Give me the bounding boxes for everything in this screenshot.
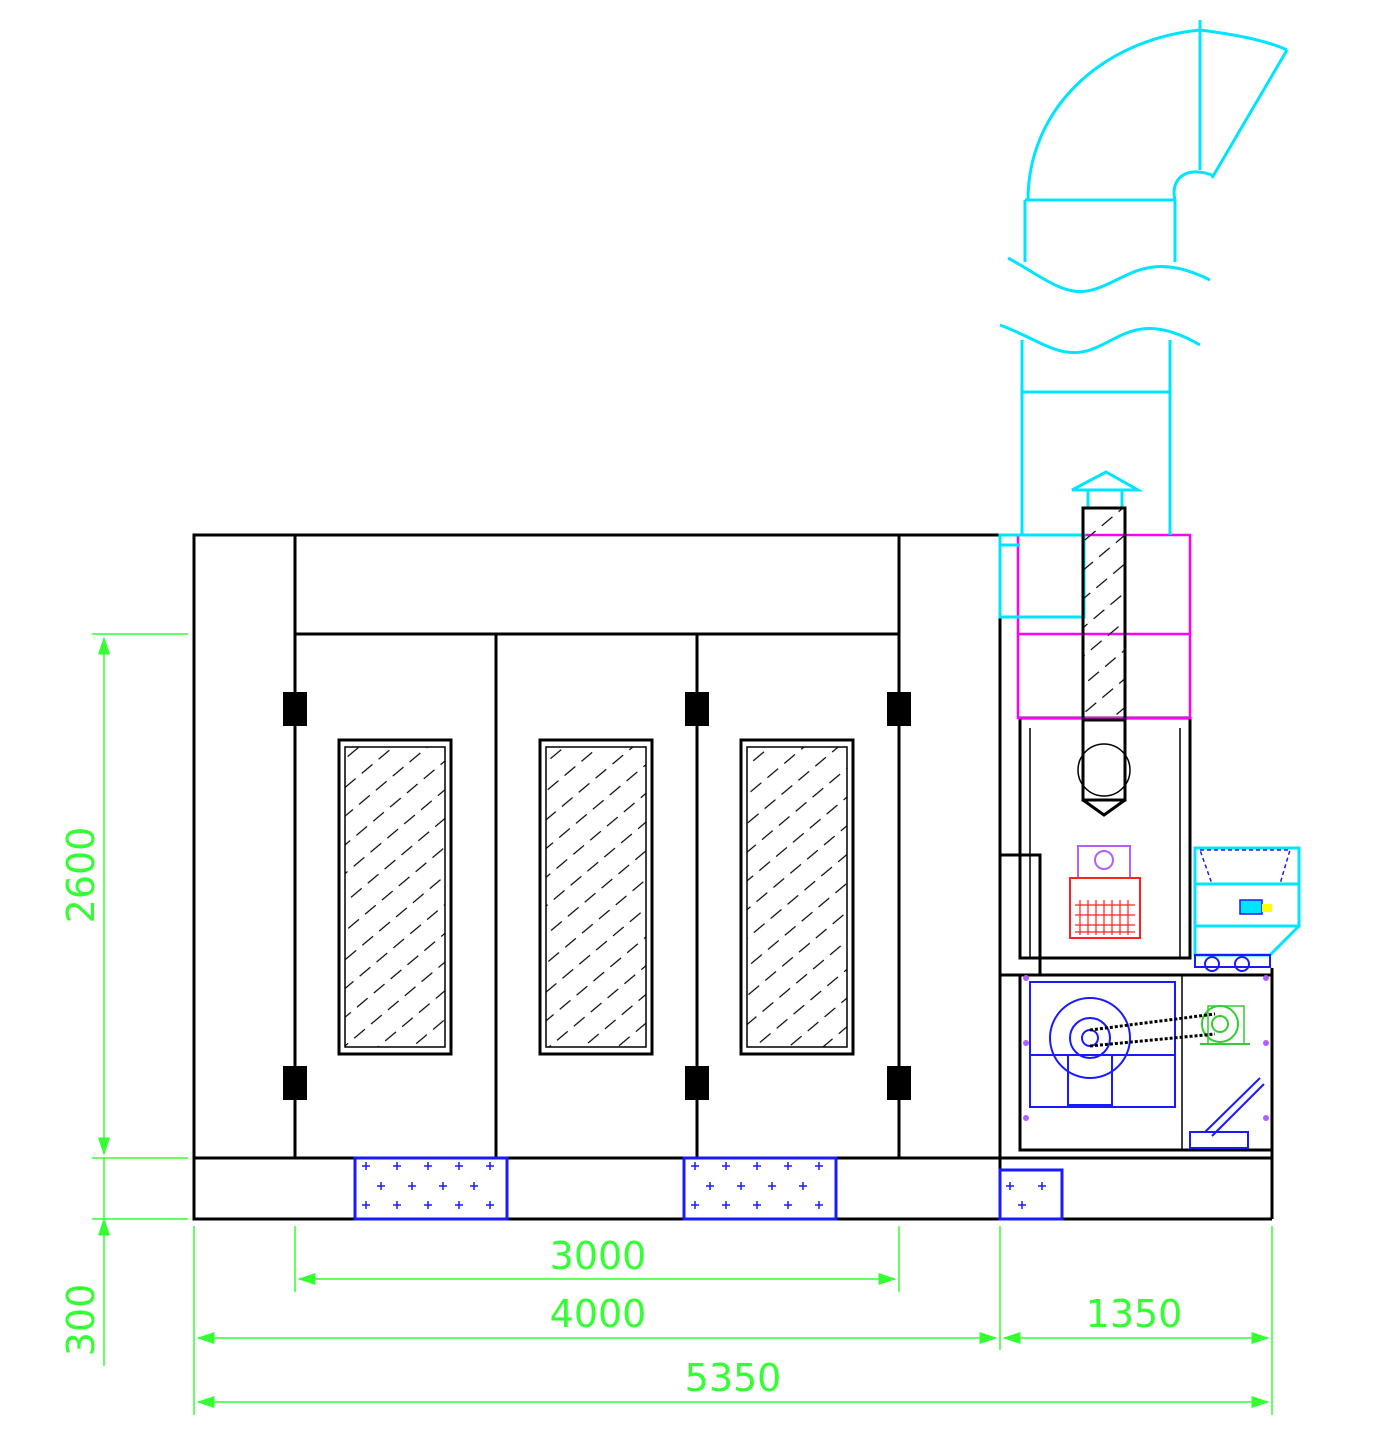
dim-booth-width: 4000: [550, 1292, 647, 1336]
base-grille-right: [682, 1156, 838, 1221]
booth-body: [192, 533, 1272, 1221]
burner-chimney: [1071, 470, 1144, 817]
base-grille-left: [353, 1156, 509, 1221]
side-unit-base-grille: [998, 1168, 1064, 1221]
fan-housing: [1029, 981, 1176, 1108]
fan-motor: [1200, 1005, 1250, 1045]
door-hinges: [283, 692, 911, 1100]
damper-rod: [1189, 1077, 1265, 1149]
side-unit-frame: [998, 620, 1274, 1221]
dim-unit-width: 1350: [1086, 1292, 1183, 1336]
door-window-3: [739, 738, 855, 1056]
control-hopper: [1193, 846, 1301, 972]
dim-height-base: 300: [59, 1284, 103, 1357]
dim-total-width: 5350: [685, 1356, 782, 1400]
drive-belt: [1089, 1012, 1216, 1048]
dim-door-width: 3000: [550, 1234, 647, 1278]
mount-bolts: [1023, 975, 1269, 1121]
side-duct-stub: [998, 533, 1086, 619]
burner-unit: [1069, 845, 1141, 939]
dim-height-main: 2600: [59, 827, 103, 924]
door-window-1: [337, 738, 453, 1056]
door-window-2: [538, 738, 654, 1056]
dim-lines: [92, 633, 1273, 1415]
exhaust-duct: [999, 20, 1289, 535]
